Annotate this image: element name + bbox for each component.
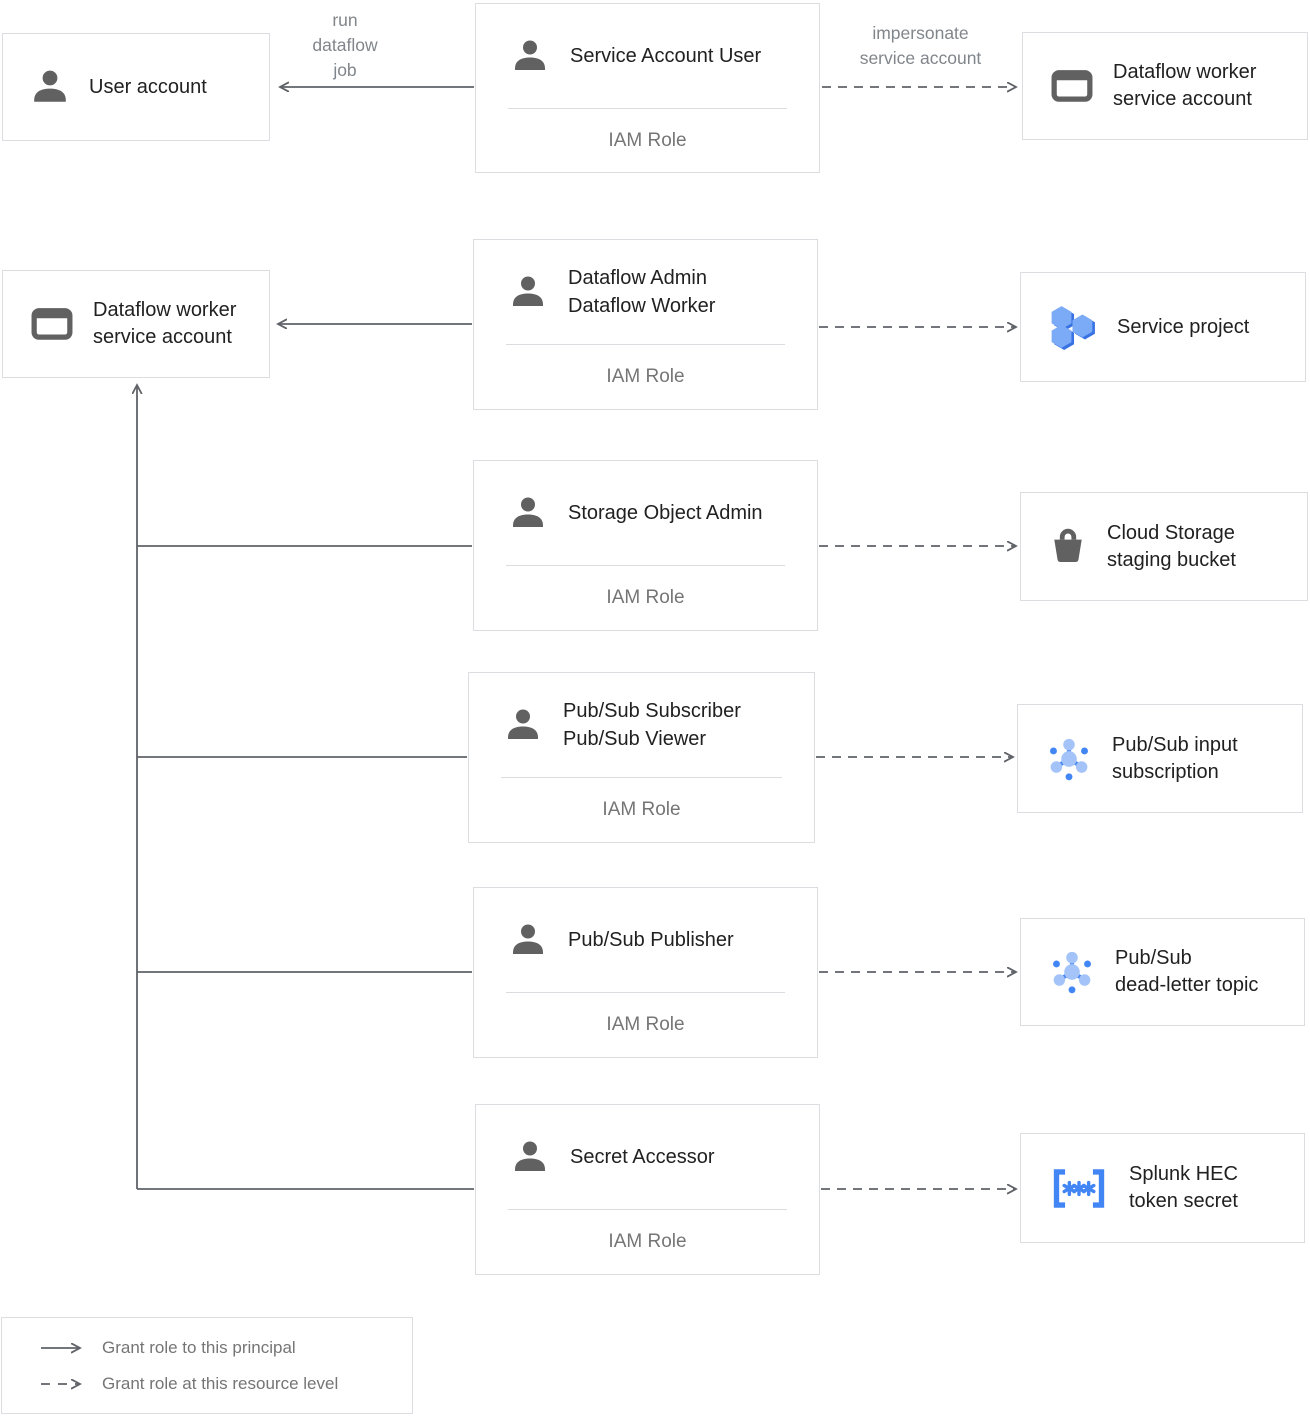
person-icon xyxy=(510,922,546,958)
pubsub-subscriber-viewer-role-box: Pub/Sub Subscriber Pub/Sub Viewer IAM Ro… xyxy=(468,672,815,843)
role-title: Secret Accessor xyxy=(570,1146,715,1168)
legend: Grant role to this principal Grant role … xyxy=(1,1317,413,1414)
edge-label-run-dataflow-job: run dataflow job xyxy=(312,10,378,80)
dataflow-worker-sa-label: Dataflow worker service account xyxy=(93,299,237,348)
project-icon xyxy=(1049,304,1097,350)
person-icon xyxy=(510,274,546,310)
resource-label: Pub/Sub dead-letter topic xyxy=(1115,947,1259,996)
secret-icon xyxy=(1049,1167,1109,1210)
divider xyxy=(506,344,785,345)
role-title: Dataflow Admin Dataflow Worker xyxy=(568,267,716,317)
person-icon xyxy=(31,68,69,106)
person-icon xyxy=(510,495,546,531)
user-account-box: User account xyxy=(2,33,270,141)
pubsub-icon xyxy=(1049,949,1095,995)
role-title: Pub/Sub Publisher xyxy=(568,929,734,951)
resource-label: Pub/Sub input subscription xyxy=(1112,733,1238,783)
edge-label-impersonate-service-account: impersonate service account xyxy=(859,23,982,68)
legend-dashed-label: Grant role at this resource level xyxy=(102,1373,339,1393)
role-title: Pub/Sub Subscriber Pub/Sub Viewer xyxy=(563,700,741,750)
role-title: Storage Object Admin xyxy=(568,502,763,524)
iam-role-label: IAM Role xyxy=(608,1231,687,1252)
divider xyxy=(506,992,785,993)
divider xyxy=(508,108,787,109)
iam-role-label: IAM Role xyxy=(606,1014,685,1035)
splunk-hec-token-secret-box: Splunk HEC token secret xyxy=(1020,1133,1305,1243)
solid-arrow-icon xyxy=(41,1340,84,1356)
legend-row-dashed: Grant role at this resource level xyxy=(40,1374,412,1394)
pubsub-icon xyxy=(1046,736,1092,782)
service-project-box: Service project xyxy=(1020,272,1306,382)
pubsub-publisher-role-box: Pub/Sub Publisher IAM Role xyxy=(473,887,818,1058)
service-account-icon xyxy=(31,306,73,342)
role-title: Service Account User xyxy=(570,45,762,67)
iam-role-label: IAM Role xyxy=(608,129,687,151)
service-account-user-role-box: Service Account User IAM Role xyxy=(475,3,820,173)
storage-object-admin-role-box: Storage Object Admin IAM Role xyxy=(473,460,818,631)
resource-label: Dataflow worker service account xyxy=(1113,61,1257,110)
divider xyxy=(506,565,785,566)
divider xyxy=(508,1209,787,1210)
bucket-icon xyxy=(1049,528,1087,566)
person-icon xyxy=(512,38,548,74)
legend-solid-label: Grant role to this principal xyxy=(102,1337,296,1357)
iam-role-label: IAM Role xyxy=(606,587,685,608)
dataflow-worker-sa-box-left: Dataflow worker service account xyxy=(2,270,270,378)
resource-label: Cloud Storage staging bucket xyxy=(1107,521,1236,571)
pubsub-input-subscription-box: Pub/Sub input subscription xyxy=(1017,704,1303,813)
service-account-icon xyxy=(1051,68,1093,104)
iam-role-label: IAM Role xyxy=(606,366,685,387)
dashed-arrow-icon xyxy=(41,1376,84,1392)
dataflow-worker-sa-box-top: Dataflow worker service account xyxy=(1022,32,1308,140)
person-icon xyxy=(505,707,541,743)
person-icon xyxy=(512,1139,548,1175)
divider xyxy=(501,777,782,778)
iam-role-label: IAM Role xyxy=(602,799,681,820)
resource-label: Service project xyxy=(1117,315,1250,338)
pubsub-dead-letter-topic-box: Pub/Sub dead-letter topic xyxy=(1020,918,1305,1026)
resource-label: Splunk HEC token secret xyxy=(1129,1163,1238,1212)
user-account-label: User account xyxy=(89,75,207,98)
dataflow-admin-worker-role-box: Dataflow Admin Dataflow Worker IAM Role xyxy=(473,239,818,410)
legend-row-solid: Grant role to this principal xyxy=(40,1338,412,1358)
cloud-storage-bucket-box: Cloud Storage staging bucket xyxy=(1020,492,1308,601)
secret-accessor-role-box: Secret Accessor IAM Role xyxy=(475,1104,820,1275)
